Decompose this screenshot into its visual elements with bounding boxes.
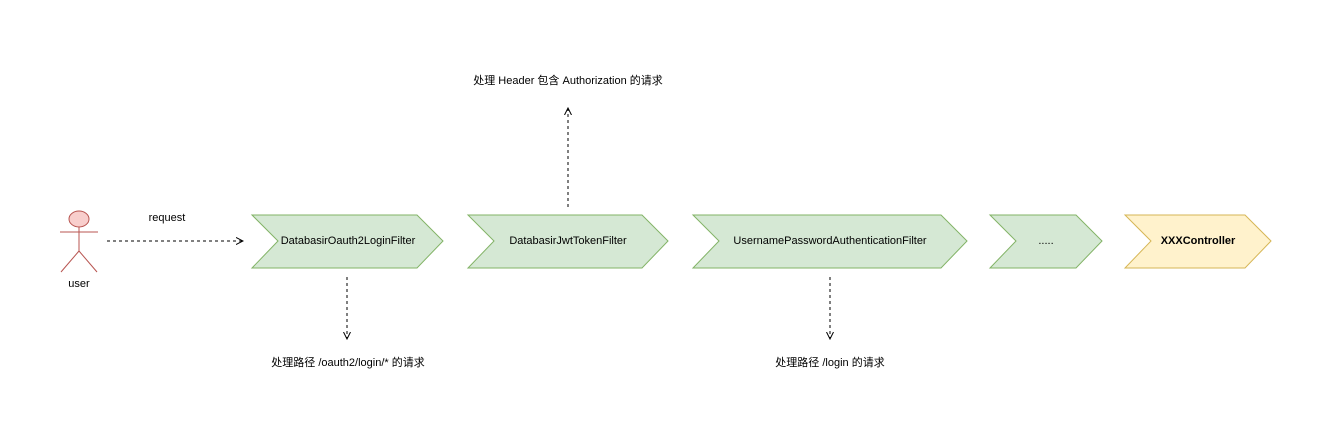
filter-step-username-password-authentication[interactable] (691, 214, 968, 269)
filter-label-databasir-jwt-token: DatabasirJwtTokenFilter (509, 235, 627, 247)
controller-label: XXXController (1160, 235, 1236, 247)
filter-label-databasir-oauth2-login: DatabasirOauth2LoginFilter (280, 235, 416, 247)
filter-step-databasir-oauth2-login[interactable] (250, 214, 444, 269)
filter-label-username-password-authentication: UsernamePasswordAuthenticationFilter (733, 235, 927, 247)
note-jwt-authorization-header: 处理 Header 包含 Authorization 的请求 (473, 75, 663, 87)
actor-label: user (68, 278, 90, 290)
note-login-path: 处理路径 /login 的请求 (775, 357, 885, 369)
filter-step-databasir-jwt-token[interactable] (466, 214, 669, 269)
controller-step-xxx-controller[interactable] (1123, 214, 1272, 269)
filter-label-ellipsis: ..... (1038, 235, 1054, 247)
filter-step-ellipsis[interactable] (988, 214, 1103, 269)
user-actor[interactable] (60, 210, 98, 273)
request-edge-label: request (148, 212, 186, 224)
note-oauth2-path: 处理路径 /oauth2/login/* 的请求 (271, 357, 425, 369)
